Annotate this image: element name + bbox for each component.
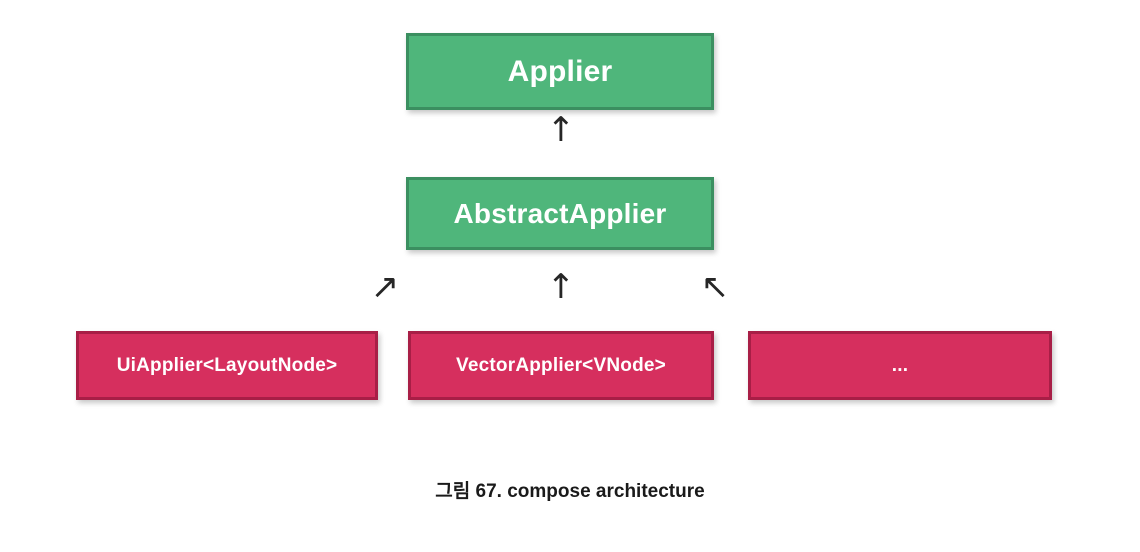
node-ellipsis: ... bbox=[748, 331, 1052, 400]
arrow-up-icon-applier: ↑ bbox=[546, 110, 576, 150]
node-abstract-applier: AbstractApplier bbox=[406, 177, 714, 250]
arrow-up-right-icon-ui-applier: ↗ bbox=[370, 267, 400, 307]
node-vector-applier: VectorApplier<VNode> bbox=[408, 331, 714, 400]
arrow-up-left-icon-ellipsis: ↖ bbox=[700, 267, 730, 307]
figure-caption: 그림 67. compose architecture bbox=[435, 481, 705, 502]
node-ui-applier: UiApplier<LayoutNode> bbox=[76, 331, 378, 400]
arrow-up-icon-vector-applier: ↑ bbox=[546, 267, 576, 307]
node-applier: Applier bbox=[406, 33, 714, 110]
